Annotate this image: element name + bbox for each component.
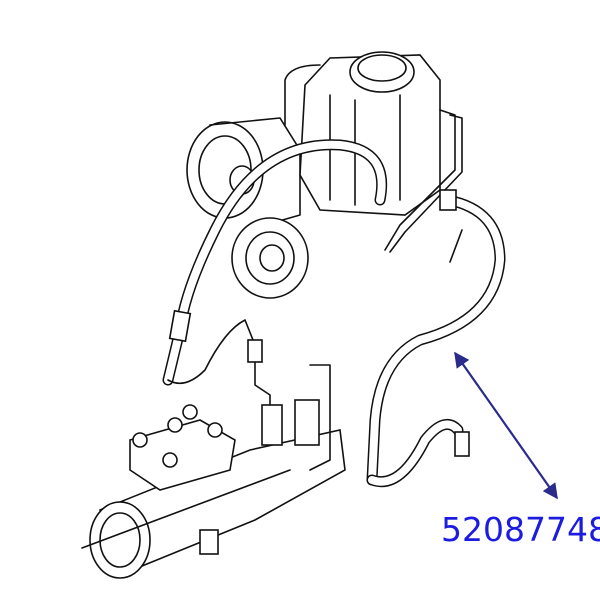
pressure-hose <box>162 139 388 416</box>
part-number-label[interactable]: 52087748 <box>441 510 600 549</box>
metal-line <box>384 109 456 251</box>
steering-gear <box>81 364 346 579</box>
fluid-reservoir <box>299 51 441 216</box>
double-arrow-icon <box>454 351 558 500</box>
idler-pulley <box>231 217 309 299</box>
metal-line <box>284 64 321 126</box>
metal-line <box>389 114 463 253</box>
